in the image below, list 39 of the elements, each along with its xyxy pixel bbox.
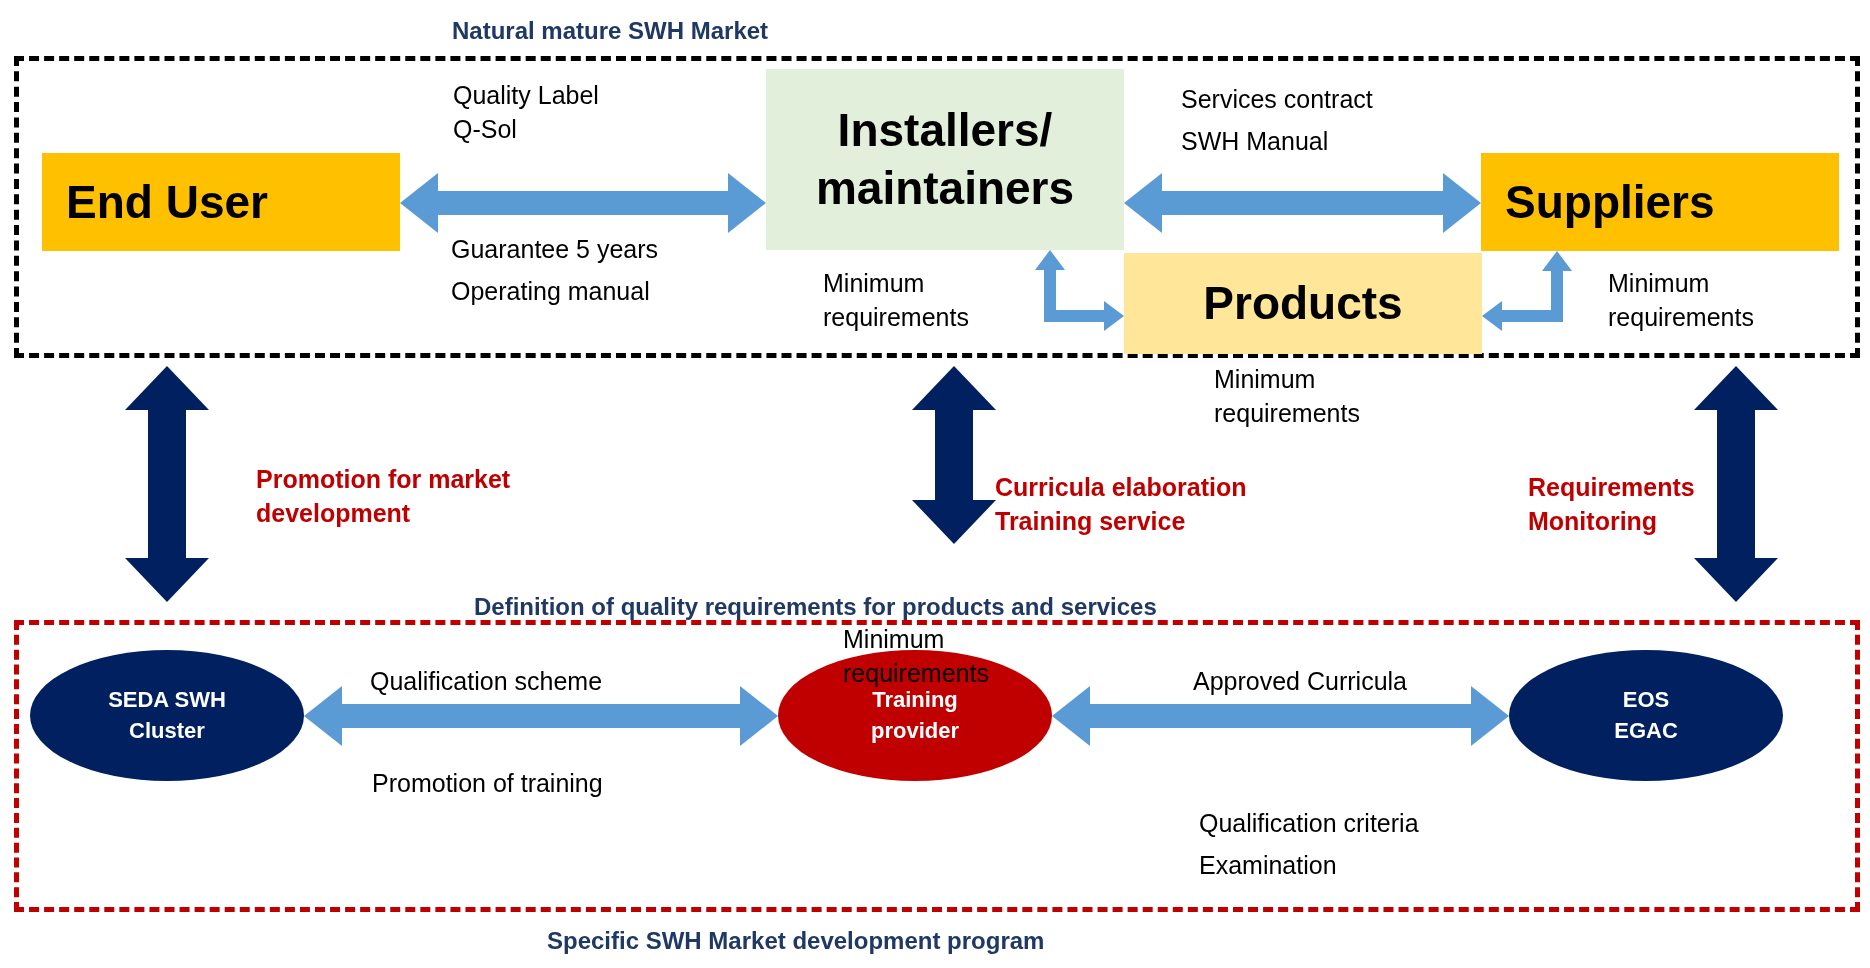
annotation-text: Services contract [1181, 84, 1373, 115]
node-label: SEDA SWH Cluster [107, 686, 227, 745]
annotation-text: Q-Sol [453, 114, 517, 145]
node-label: Suppliers [1505, 174, 1715, 230]
frame-heading: Definition of quality requirements for products and services [474, 592, 1157, 622]
double-arrow [912, 366, 996, 544]
annotation-text: Qualification scheme [370, 666, 603, 697]
annotation-text: Guarantee 5 years [451, 234, 659, 265]
edge-label: Curricula elaboration Training service [995, 472, 1248, 538]
double-arrow [400, 173, 766, 233]
double-arrow [1482, 251, 1572, 331]
annotation-text: Promotion of training [372, 768, 603, 799]
process-box [42, 153, 400, 251]
annotation-text: Approved Curricula [1193, 666, 1407, 697]
node-label: Training provider [870, 687, 960, 745]
frame-heading: Natural mature SWH Market [452, 16, 769, 46]
node-label: EOS EGAC [1613, 686, 1679, 745]
double-arrow [304, 686, 778, 746]
double-arrow [1694, 366, 1778, 602]
double-arrow [1035, 250, 1124, 331]
annotation-text: SWH Manual [1181, 126, 1329, 157]
double-arrow [1052, 686, 1509, 746]
annotation-text: Qualification criteria [1199, 808, 1419, 839]
double-arrow [125, 366, 209, 602]
annotation-text: Minimum requirements [823, 268, 970, 334]
process-box [766, 69, 1124, 250]
annotation-text: Examination [1199, 850, 1337, 881]
annotation-text: Quality Label [453, 80, 599, 111]
node-label: End User [66, 174, 268, 230]
node-label: Products [1203, 276, 1403, 331]
node-label: Installers/ maintainers [814, 103, 1076, 216]
annotation-text: Minimum requirements [1214, 364, 1361, 430]
annotation-text: Minimum requirements [843, 624, 990, 690]
double-arrow [1124, 173, 1481, 233]
edge-label: Promotion for market development [256, 464, 512, 530]
annotation-text: Operating manual [451, 276, 650, 307]
edge-label: Requirements Monitoring [1528, 472, 1696, 538]
frame-heading: Specific SWH Market development program [547, 926, 1045, 956]
annotation-text: Minimum requirements [1608, 268, 1755, 334]
